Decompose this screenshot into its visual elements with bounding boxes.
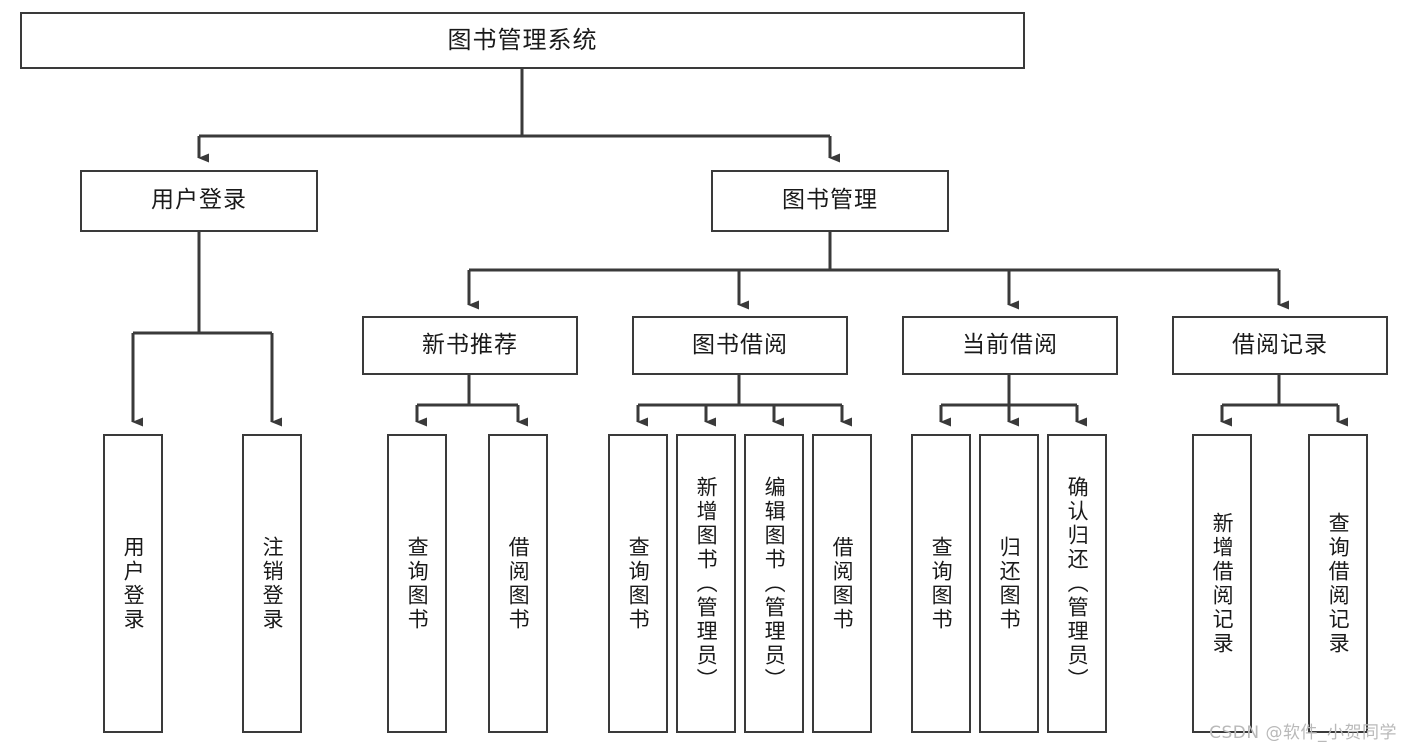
leaf-edit-book-admin[interactable]: 编辑图书（管理员）	[744, 434, 804, 733]
leaf-query-book-recommend[interactable]: 查询图书	[387, 434, 447, 733]
leaf-logout-login[interactable]: 注销登录	[242, 434, 302, 733]
leaf-add-book-admin[interactable]: 新增图书（管理员）	[676, 434, 736, 733]
leaf-borrow-book[interactable]: 借阅图书	[812, 434, 872, 733]
node-user-login[interactable]: 用户登录	[80, 170, 318, 232]
node-book-manage[interactable]: 图书管理	[711, 170, 949, 232]
leaf-confirm-return-admin[interactable]: 确认归还（管理员）	[1047, 434, 1107, 733]
node-borrow-record[interactable]: 借阅记录	[1172, 316, 1388, 375]
leaf-borrow-book-recommend[interactable]: 借阅图书	[488, 434, 548, 733]
node-book-borrow[interactable]: 图书借阅	[632, 316, 848, 375]
leaf-user-login[interactable]: 用户登录	[103, 434, 163, 733]
node-current-borrow[interactable]: 当前借阅	[902, 316, 1118, 375]
leaf-add-borrow-record[interactable]: 新增借阅记录	[1192, 434, 1252, 733]
leaf-query-book-borrow[interactable]: 查询图书	[608, 434, 668, 733]
node-new-book-recommend[interactable]: 新书推荐	[362, 316, 578, 375]
leaf-query-borrow-record[interactable]: 查询借阅记录	[1308, 434, 1368, 733]
leaf-query-book-current[interactable]: 查询图书	[911, 434, 971, 733]
node-root-system[interactable]: 图书管理系统	[20, 12, 1025, 69]
leaf-return-book[interactable]: 归还图书	[979, 434, 1039, 733]
